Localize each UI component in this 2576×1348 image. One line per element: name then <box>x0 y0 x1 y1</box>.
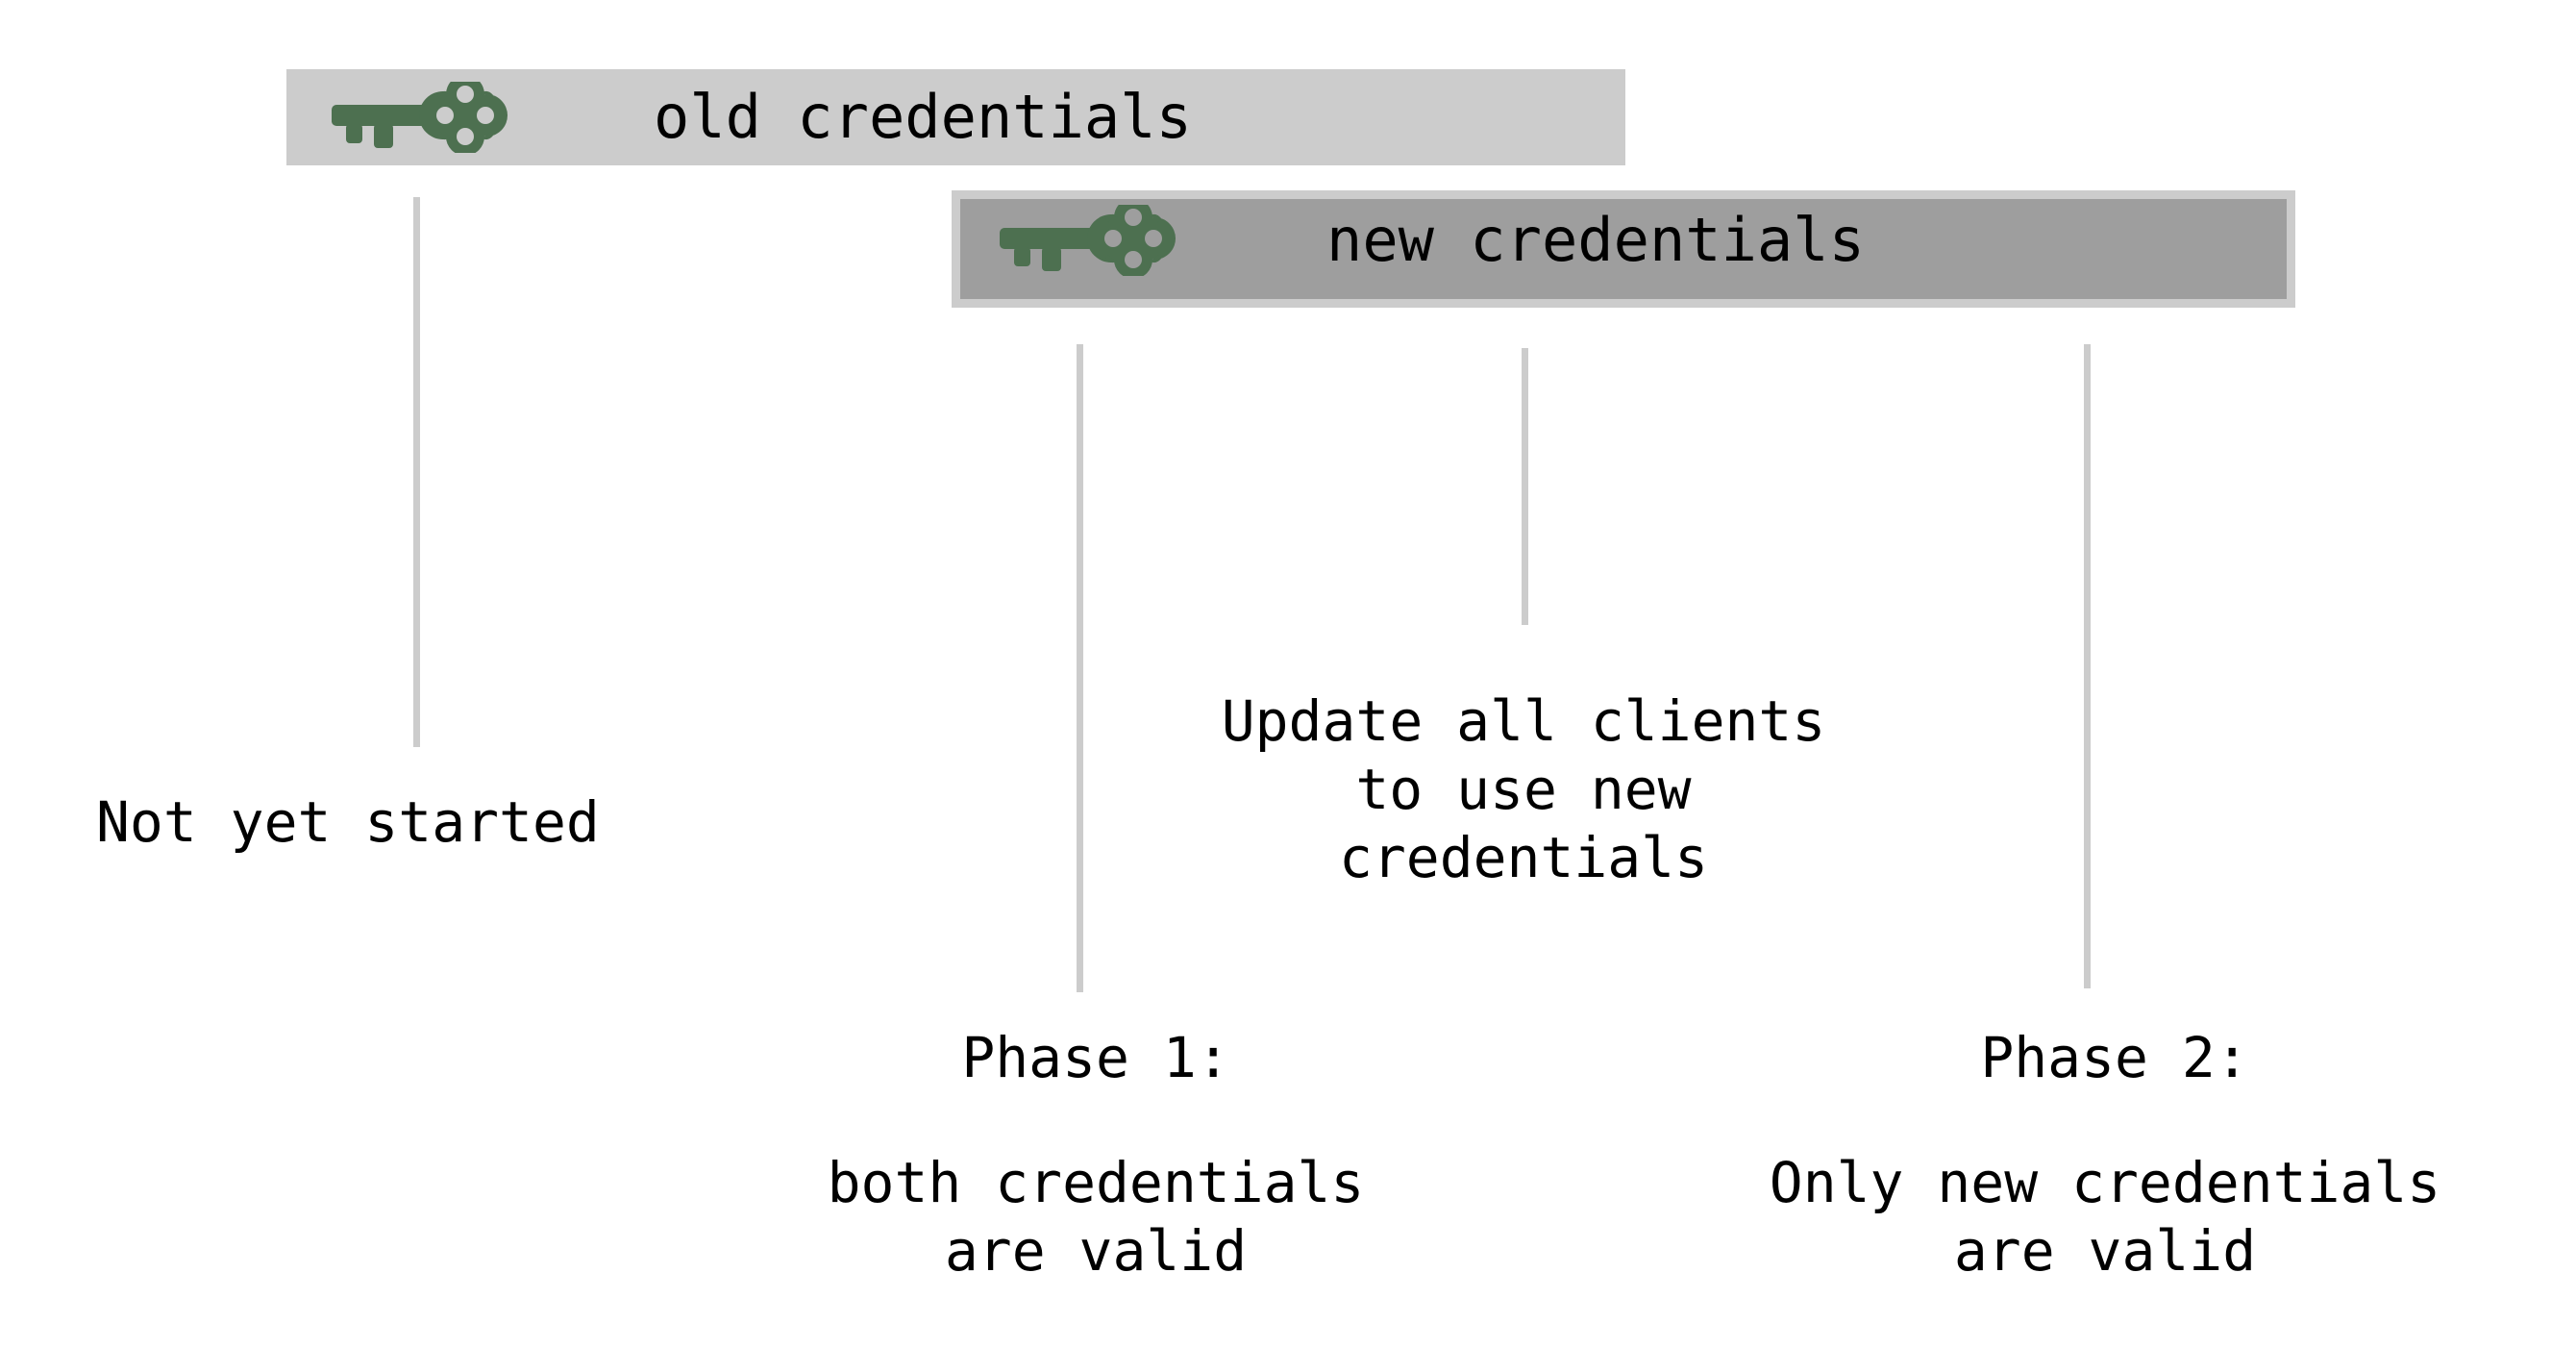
new-credentials-bar: new credentials <box>952 190 2295 308</box>
new-credentials-bar-fill <box>960 199 2287 299</box>
not-yet-started-label: Not yet started <box>96 789 600 855</box>
phase-2-title: Phase 2: <box>1980 1025 2249 1090</box>
timeline-rule-middle <box>1522 348 1528 625</box>
timeline-rule-phase2 <box>2084 344 2091 988</box>
old-credentials-bar: old credentials <box>286 69 1625 165</box>
phase-2-detail: Only new credentials are valid <box>1769 1150 2441 1284</box>
phase-1-title: Phase 1: <box>961 1025 1230 1090</box>
phase-1-detail: both credentials are valid <box>827 1150 1365 1284</box>
old-credentials-label: old credentials <box>654 82 1192 152</box>
timeline-rule-not-started <box>413 197 420 747</box>
new-credentials-label: new credentials <box>1326 205 1865 275</box>
timeline-rule-phase1 <box>1077 344 1083 992</box>
update-clients-annotation: Update all clients to use new credential… <box>1221 688 1826 890</box>
key-icon <box>998 198 1180 279</box>
key-icon <box>330 75 512 156</box>
